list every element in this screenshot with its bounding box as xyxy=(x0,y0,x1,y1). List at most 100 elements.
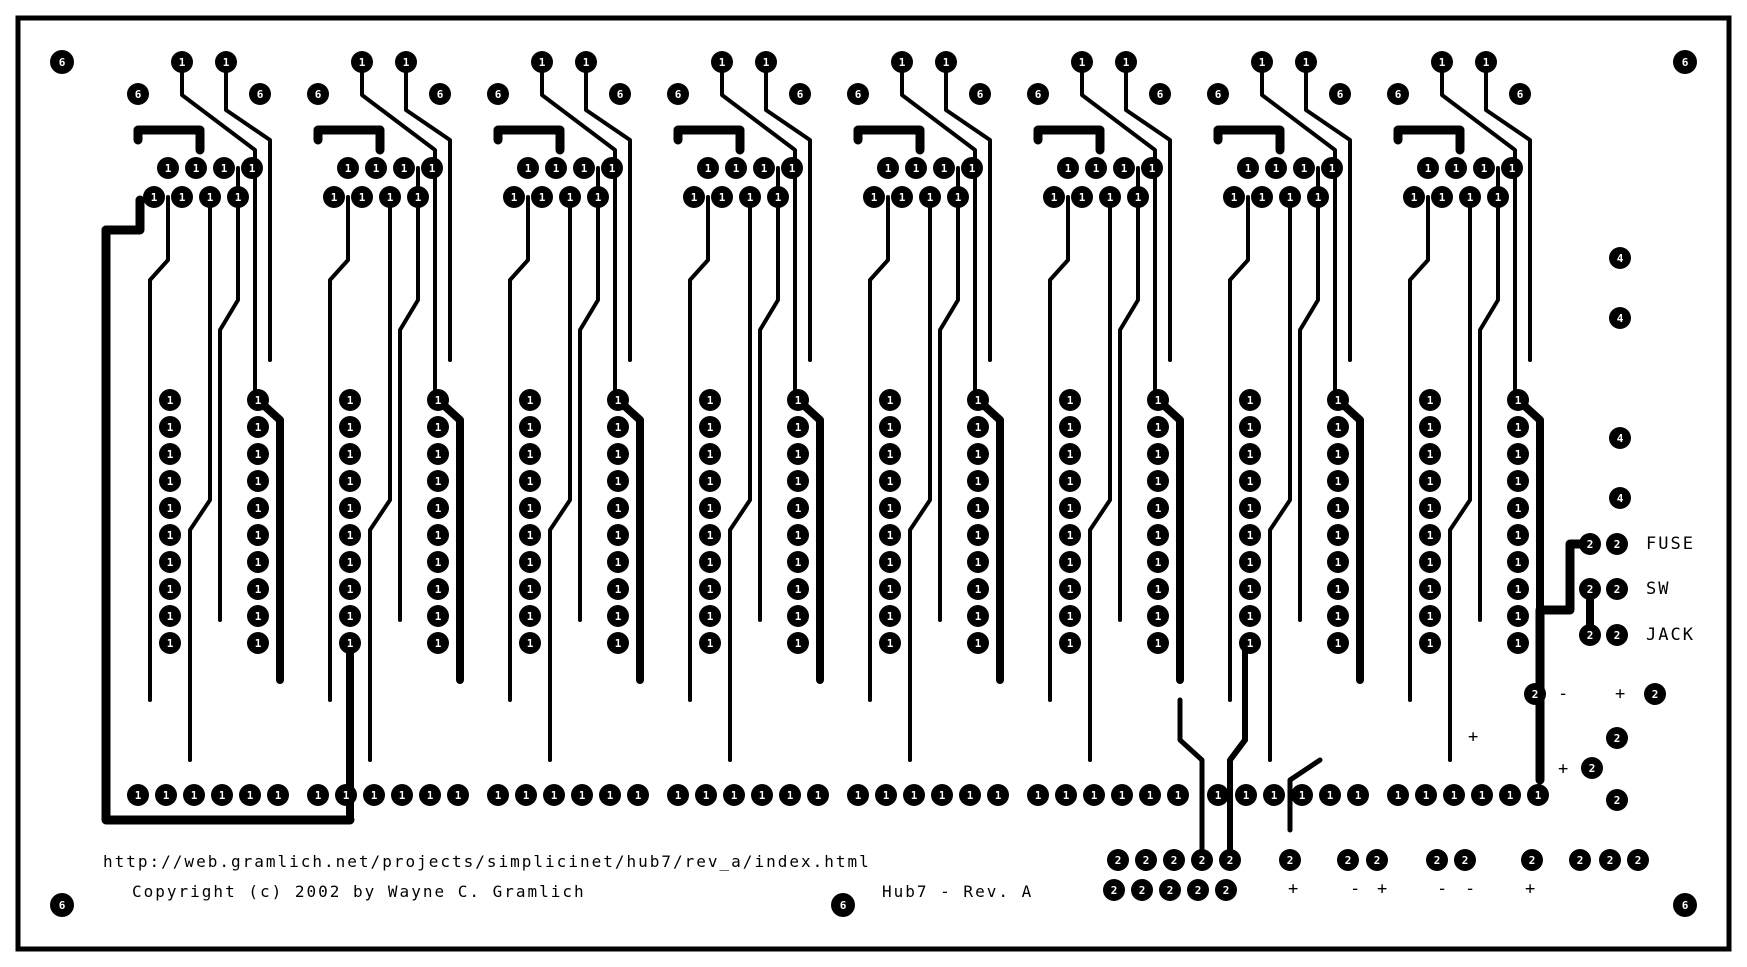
ic-pin: 1 xyxy=(1507,551,1529,573)
svg-text:1: 1 xyxy=(1051,191,1058,204)
svg-text:1: 1 xyxy=(167,529,174,542)
trace xyxy=(101,225,355,825)
svg-text:1: 1 xyxy=(1287,191,1294,204)
svg-text:2: 2 xyxy=(1115,854,1122,867)
svg-text:1: 1 xyxy=(1247,448,1254,461)
bottom-pin: 1 xyxy=(1083,784,1105,806)
ic-pin: 1 xyxy=(967,578,989,600)
svg-text:1: 1 xyxy=(1063,789,1070,802)
svg-text:1: 1 xyxy=(527,394,534,407)
svg-text:1: 1 xyxy=(975,637,982,650)
power-pad: 2 xyxy=(1524,683,1546,705)
ic-pin: 1 xyxy=(1507,605,1529,627)
ic-pin: 1 xyxy=(1059,497,1081,519)
connector-mount: 6 xyxy=(1329,83,1351,105)
ic-pin: 1 xyxy=(1147,497,1169,519)
svg-text:1: 1 xyxy=(331,191,338,204)
trace xyxy=(1213,125,1285,155)
svg-text:1: 1 xyxy=(719,191,726,204)
ic-pin: 1 xyxy=(787,578,809,600)
trace xyxy=(1287,757,1323,833)
svg-text:1: 1 xyxy=(167,448,174,461)
header-pin: 1 xyxy=(1071,186,1093,208)
svg-text:2: 2 xyxy=(1167,884,1174,897)
svg-text:1: 1 xyxy=(855,789,862,802)
svg-text:1: 1 xyxy=(1335,583,1342,596)
bottom-pin: 1 xyxy=(1139,784,1161,806)
svg-text:4: 4 xyxy=(1617,492,1624,505)
trace xyxy=(1124,60,1172,362)
svg-text:1: 1 xyxy=(1427,529,1434,542)
bottom-pin: 1 xyxy=(1527,784,1549,806)
svg-text:1: 1 xyxy=(1507,789,1514,802)
bottom-pin: 1 xyxy=(447,784,469,806)
ic-pin: 1 xyxy=(1059,551,1081,573)
ic-pin: 1 xyxy=(159,443,181,465)
board-outline xyxy=(15,15,1732,952)
connector-mount: 6 xyxy=(1149,83,1171,105)
svg-text:1: 1 xyxy=(795,637,802,650)
ic-pin: 1 xyxy=(1059,632,1081,654)
bottom-layer-pad: 2 xyxy=(1103,879,1125,901)
bottom-pin: 1 xyxy=(627,784,649,806)
svg-text:1: 1 xyxy=(1065,162,1072,175)
bottom-layer-pad: 2 xyxy=(1135,849,1157,871)
svg-text:1: 1 xyxy=(527,583,534,596)
svg-text:1: 1 xyxy=(1453,162,1460,175)
mounting-hole-label: 6 xyxy=(1682,56,1689,69)
svg-text:1: 1 xyxy=(527,610,534,623)
svg-text:1: 1 xyxy=(1147,789,1154,802)
svg-text:1: 1 xyxy=(1335,529,1342,542)
bottom-layer-pad: 2 xyxy=(1191,849,1213,871)
svg-text:1: 1 xyxy=(1479,789,1486,802)
svg-text:1: 1 xyxy=(927,191,934,204)
ic-pin: 1 xyxy=(1507,389,1529,411)
trace xyxy=(673,125,745,155)
trace xyxy=(764,60,812,362)
trace xyxy=(868,195,890,702)
svg-text:1: 1 xyxy=(347,448,354,461)
ic-pin: 1 xyxy=(879,524,901,546)
ic-pin: 1 xyxy=(1147,389,1169,411)
trace xyxy=(944,60,992,362)
svg-text:1: 1 xyxy=(795,394,802,407)
bottom-pin: 1 xyxy=(847,784,869,806)
ic-pin: 1 xyxy=(1059,389,1081,411)
bottom-layer-pad: 2 xyxy=(1279,849,1301,871)
svg-text:2: 2 xyxy=(1345,854,1352,867)
bottom-pin: 1 xyxy=(1055,784,1077,806)
header-pin: 1 xyxy=(1417,157,1439,179)
svg-text:4: 4 xyxy=(1617,312,1624,325)
ic-pin: 1 xyxy=(159,578,181,600)
header-pin: 1 xyxy=(393,157,415,179)
svg-text:1: 1 xyxy=(607,789,614,802)
svg-text:1: 1 xyxy=(939,789,946,802)
ic-pin: 1 xyxy=(159,389,181,411)
bottom-pin: 1 xyxy=(779,784,801,806)
bottom-pin: 1 xyxy=(1471,784,1493,806)
svg-text:1: 1 xyxy=(1247,502,1254,515)
svg-text:1: 1 xyxy=(871,191,878,204)
svg-text:1: 1 xyxy=(435,448,442,461)
svg-text:1: 1 xyxy=(1299,789,1306,802)
bottom-pin: 1 xyxy=(1387,784,1409,806)
header-pin: 1 xyxy=(739,186,761,208)
svg-text:1: 1 xyxy=(1067,583,1074,596)
jack-pad: 2 xyxy=(1606,624,1628,646)
svg-text:1: 1 xyxy=(795,583,802,596)
header-pin: 1 xyxy=(891,186,913,208)
header-pin: 1 xyxy=(725,157,747,179)
svg-text:1: 1 xyxy=(795,610,802,623)
trace xyxy=(368,195,392,762)
header-pin: 1 xyxy=(1251,186,1273,208)
header-pin: 1 xyxy=(573,157,595,179)
svg-text:2: 2 xyxy=(1652,688,1659,701)
svg-text:1: 1 xyxy=(1155,394,1162,407)
svg-text:1: 1 xyxy=(1215,789,1222,802)
svg-text:1: 1 xyxy=(1245,162,1252,175)
svg-text:1: 1 xyxy=(1327,789,1334,802)
svg-text:1: 1 xyxy=(887,394,894,407)
ic-pin: 1 xyxy=(879,497,901,519)
bottom-pin: 1 xyxy=(1291,784,1313,806)
ic-pin: 1 xyxy=(427,389,449,411)
